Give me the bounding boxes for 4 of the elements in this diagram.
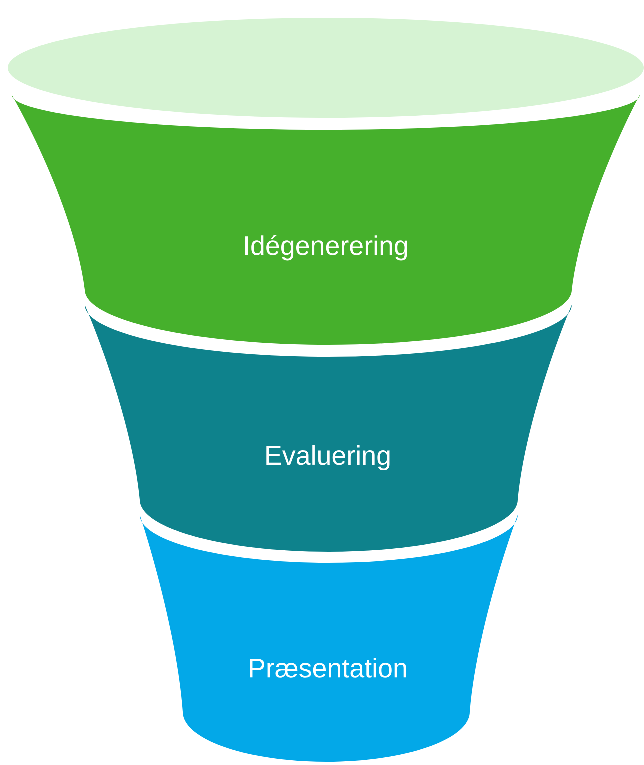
funnel-rim (8, 18, 644, 118)
funnel-band: Præsentation (140, 515, 518, 762)
funnel-band: Idégenerering (12, 95, 640, 345)
funnel-band: Evaluering (85, 305, 572, 552)
